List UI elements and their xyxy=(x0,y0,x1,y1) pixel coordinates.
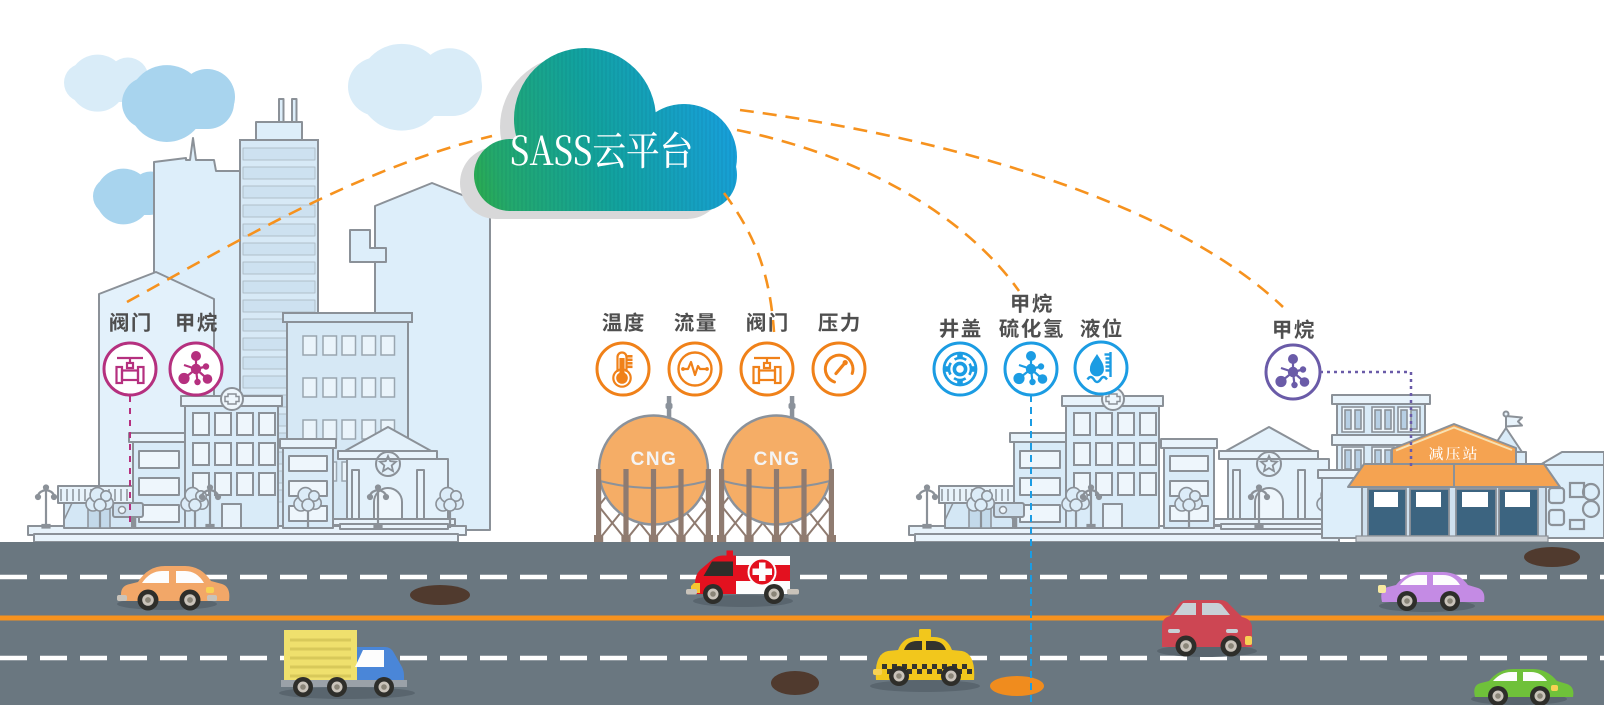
svg-text:CNG: CNG xyxy=(631,449,678,470)
svg-text:CNG: CNG xyxy=(754,449,801,470)
